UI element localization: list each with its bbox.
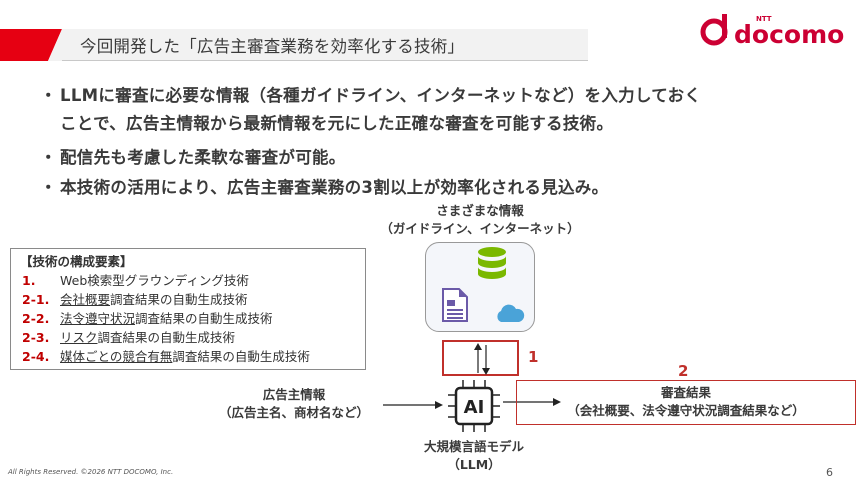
llm-title: 大規模言語モデル [423,439,524,454]
component-number: 2-1. [22,292,50,307]
component-item-2-4: 2-4. 媒体ごとの競合有無調査結果の自動生成技術 [22,346,310,365]
component-underline: 法令遵守状況 [60,311,136,326]
database-icon [478,247,506,279]
bullet-1-line-1: LLMに審査に必要な情報（各種ガイドライン、インターネットなど）を入力しておく [60,86,702,105]
bullet-marker: ・ [40,86,57,105]
bullet-1-line-2: ことで、広告主情報から最新情報を元にした正確な審査を可能する技術。 [60,114,614,133]
bullet-1: ・LLMに審査に必要な情報（各種ガイドライン、インターネットなど）を入力しておく [40,82,701,106]
result-title: 審査結果 [660,385,711,400]
review-result-box [516,380,856,425]
bullet-3: ・本技術の活用により、広告主審査業務の3割以上が効率化される見込み。 [40,174,608,198]
bullet-marker: ・ [40,148,57,167]
logo-ntt: NTT [756,15,772,23]
component-number: 2-3. [22,330,50,345]
footer-copyright: All Rights Reserved. ©2026 NTT DOCOMO, I… [8,468,174,476]
info-title: さまざまな情報 [436,203,524,218]
component-underline: 媒体ごとの競合有無 [60,349,173,364]
title-bar [0,29,588,61]
component-underline: リスク [60,330,98,345]
grounding-highlight-box [442,340,519,376]
bullet-3-text: 本技術の活用により、広告主審査業務の3割以上が効率化される見込み。 [60,178,609,197]
advertiser-subtitle: （広告主名、商材名など） [218,405,369,420]
input-arrow [383,401,443,409]
page-title: 今回開発した「広告主審査業務を効率化する技術」 [80,37,465,56]
label-1: 1 [528,348,539,366]
bidirectional-arrows [474,343,490,375]
components-heading: 【技術の構成要素】 [20,254,133,269]
label-2: 2 [678,362,689,380]
bullet-2: ・配信先も考慮した柔軟な審査が可能。 [40,144,346,168]
components-box [10,248,366,370]
cloud-icon [497,304,525,322]
component-underline: 会社概要 [60,292,111,307]
component-number: 2-4. [22,349,50,364]
component-number: 1. [22,273,36,288]
docomo-logo-mark: docomo NTT [700,14,844,49]
llm-subtitle: （LLM） [447,457,501,472]
component-text: 調査結果の自動生成技術 [97,330,236,345]
bullet-marker: ・ [40,178,57,197]
page-number: 6 [826,466,833,479]
document-icon [442,288,468,322]
info-subtitle: （ガイドライン、インターネット） [380,221,580,236]
component-text: 調査結果の自動生成技術 [110,292,248,307]
component-item-2-2: 2-2. 法令遵守状況調査結果の自動生成技術 [22,308,273,327]
advertiser-title: 広告主情報 [262,387,326,402]
output-arrow [503,398,561,406]
logo-text: docomo [734,20,844,49]
component-number: 2-2. [22,311,50,326]
result-subtitle: （会社概要、法令遵守状況調査結果など） [567,403,805,418]
docomo-logo[interactable]: docomo NTT [698,10,846,50]
component-text: 調査結果の自動生成技術 [135,311,273,326]
component-text: 調査結果の自動生成技術 [172,349,310,364]
component-item-2-3: 2-3. リスク調査結果の自動生成技術 [22,327,235,346]
ai-chip-icon: AI [448,380,500,432]
component-item-2-1: 2-1. 会社概要調査結果の自動生成技術 [22,289,248,308]
bullet-2-text: 配信先も考慮した柔軟な審査が可能。 [60,148,346,167]
chip-label: AI [464,397,485,418]
component-item-1: 1. Web検索型グラウンディング技術 [22,270,249,289]
component-text: Web検索型グラウンディング技術 [60,273,249,288]
